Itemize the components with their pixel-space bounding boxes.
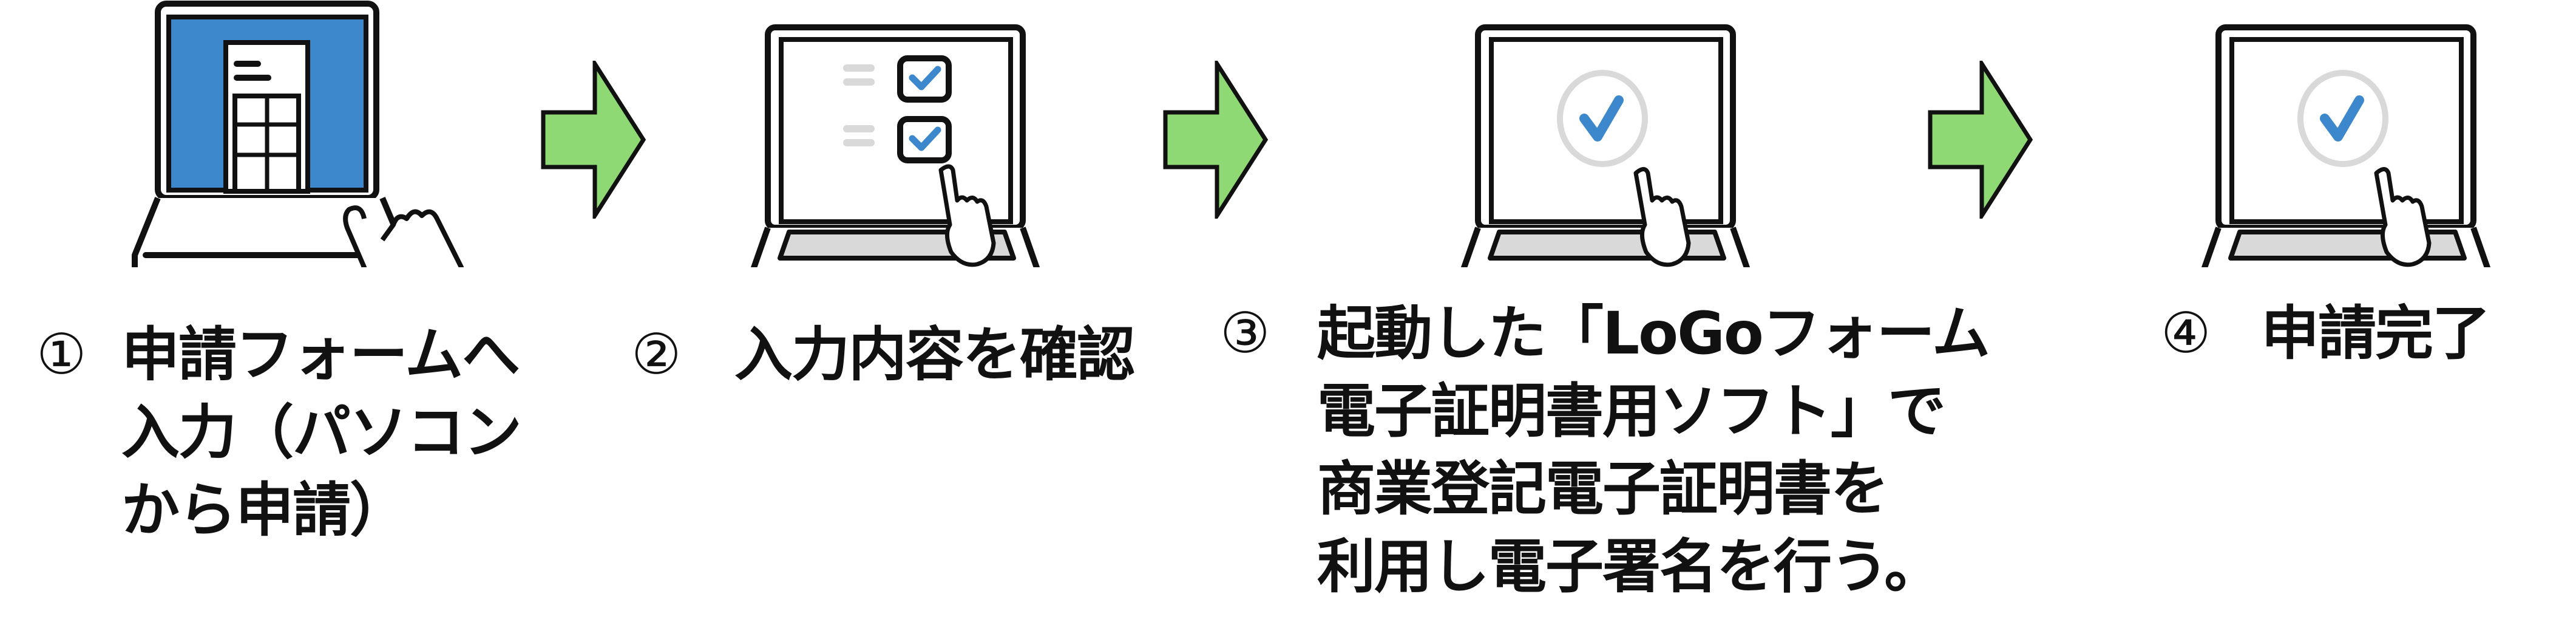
step-text-line: 入力（パソコン [121, 398, 522, 466]
laptop-check-circle-icon [2201, 24, 2491, 267]
arrow-right-icon [1163, 61, 1269, 219]
step-number: ② [631, 322, 682, 387]
step-2-description: 入力内容を確認 [734, 316, 1135, 394]
step-4-description: 申請完了 [2261, 295, 2490, 372]
laptop-check-circle-icon [1460, 24, 1751, 267]
arrow-right-icon [541, 61, 646, 219]
arrow-right-icon [1928, 61, 2033, 219]
step-number: ③ [1220, 301, 1270, 366]
laptop-form-icon [132, 1, 464, 267]
step-text-line: から申請） [121, 476, 408, 544]
step-1-description: 申請フォームへ 入力（パソコン から申請） [121, 316, 522, 549]
step-text-line: 利用し電子署名を行う。 [1317, 533, 1942, 601]
step-text-line: 申請フォームへ [121, 321, 520, 389]
laptop-checklist-icon [750, 24, 1040, 267]
step-text-line: 起動した「LoGoフォーム [1317, 299, 1990, 367]
step-text-line: 申請完了 [2261, 299, 2490, 367]
step-text-line: 商業登記電子証明書を [1317, 455, 1889, 523]
step-number: ① [36, 322, 87, 387]
step-text-line: 電子証明書用ソフト」で [1317, 377, 1946, 445]
step-number: ④ [2161, 301, 2211, 366]
step-3-description: 起動した「LoGoフォーム 電子証明書用ソフト」で 商業登記電子証明書を 利用し… [1317, 295, 1990, 606]
step-text-line: 入力内容を確認 [734, 321, 1135, 389]
